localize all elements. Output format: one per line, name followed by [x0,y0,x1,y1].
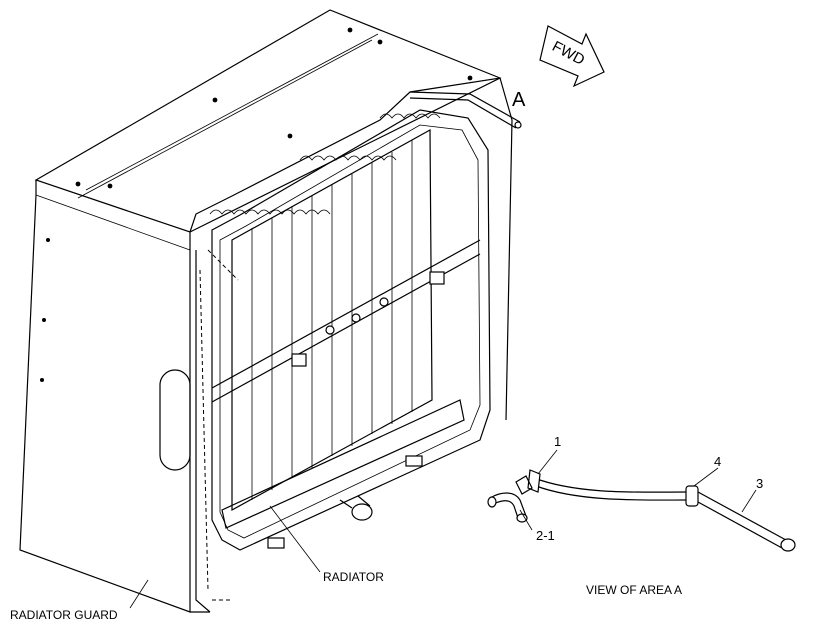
area-a-tube [409,91,522,129]
radiator-guard-label: RADIATOR GUARD [10,608,118,622]
callout-3: 3 [756,476,763,491]
callout-1: 1 [554,434,561,449]
fwd-arrow-icon: FWD [539,25,605,88]
callout-2-1: 2-1 [536,528,555,543]
radiator-core [211,128,481,549]
view-of-area-label: VIEW OF AREA A [586,583,682,597]
area-a-marker: A [512,89,526,111]
radiator-guard-housing [19,9,513,613]
detail-hose-assembly [487,469,796,552]
hose-routing [199,249,239,601]
callout-4: 4 [714,454,721,469]
callout-leaders [129,449,757,609]
radiator-label: RADIATOR [323,570,384,584]
